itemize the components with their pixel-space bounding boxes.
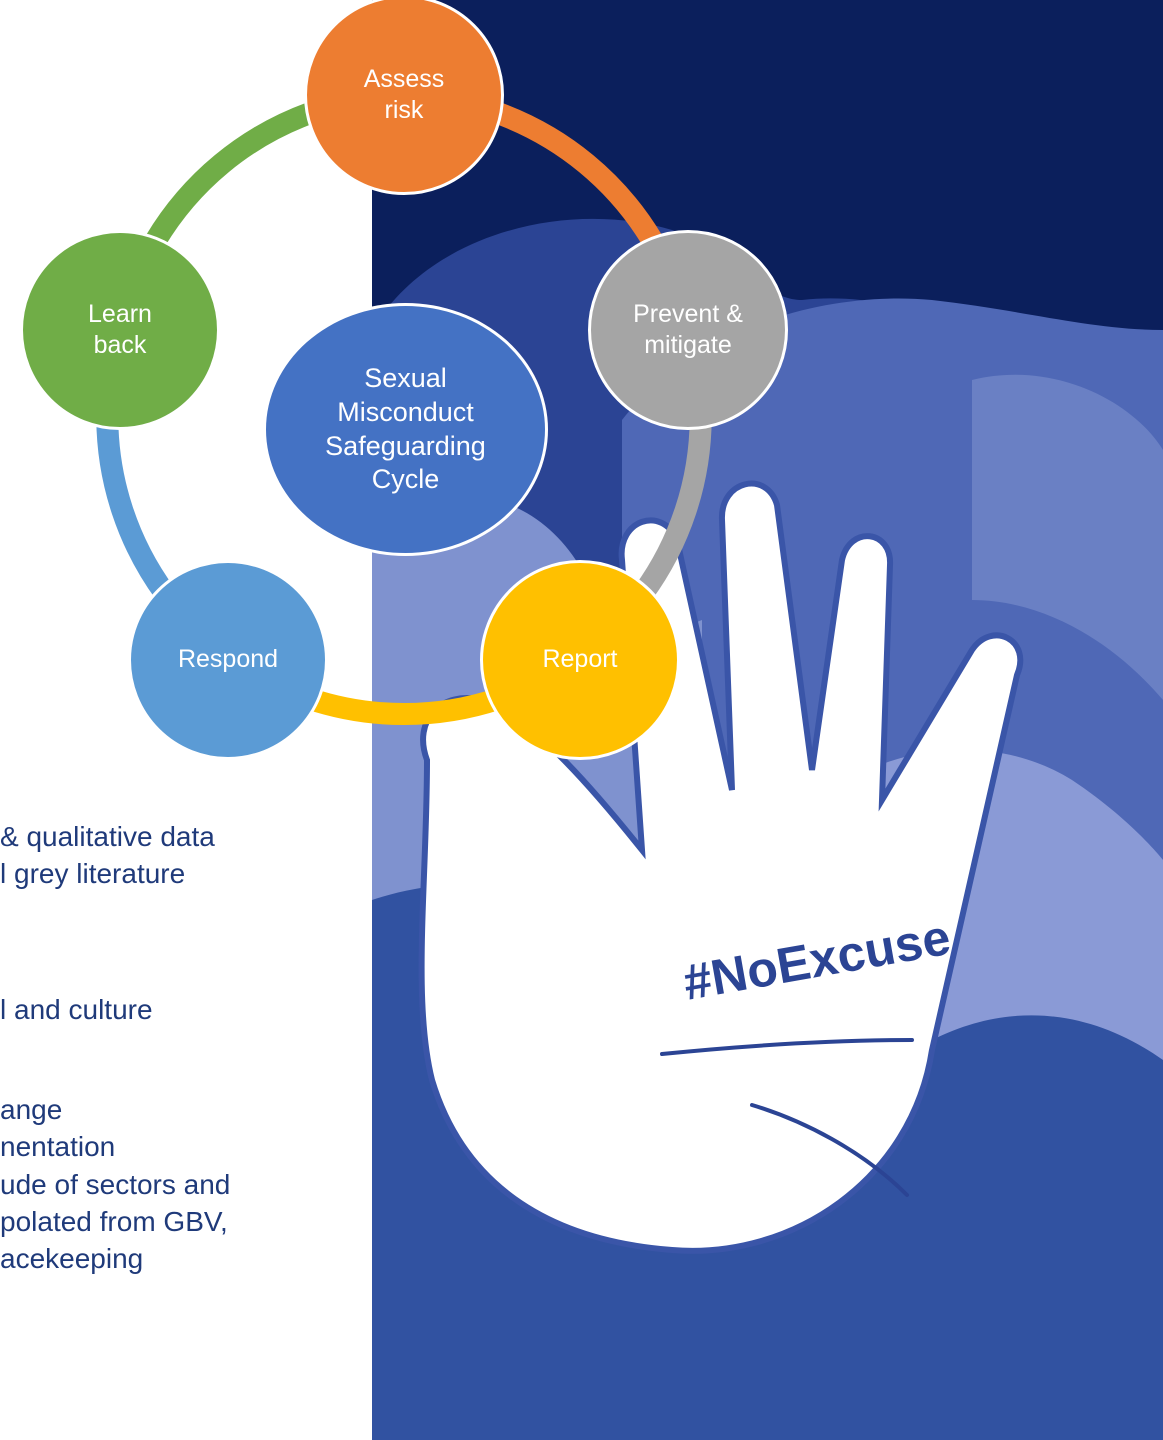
hand-illustration: #NoExcuse — [418, 480, 1024, 1254]
body-text-line: acekeeping — [0, 1243, 144, 1274]
body-text-line: & qualitative data — [0, 821, 215, 852]
body-text-line: l and culture — [0, 994, 153, 1025]
cycle-node-assess-risk: Assess risk — [304, 0, 504, 195]
left-panel: & qualitative data l grey literature l a… — [0, 0, 372, 1440]
cycle-center-node: Sexual Misconduct Safeguarding Cycle — [263, 303, 548, 556]
body-text-line: l grey literature — [0, 858, 186, 889]
hand-shape — [418, 480, 1024, 1254]
cycle-node-respond: Respond — [128, 560, 328, 760]
body-text-line: ange — [0, 1094, 63, 1125]
palm-line — [660, 1038, 914, 1056]
body-text-line: ude of sectors and — [0, 1169, 231, 1200]
poster-illustration: #NoExcuse — [372, 0, 1163, 1440]
cycle-node-report: Report — [480, 560, 680, 760]
hill-shape — [972, 374, 1163, 700]
cycle-node-learn-back: Learn back — [20, 230, 220, 430]
poster-panel: #NoExcuse — [372, 0, 1163, 1440]
body-text-line: polated from GBV, — [0, 1206, 228, 1237]
body-text-line: nentation — [0, 1131, 116, 1162]
palm-line — [750, 1103, 909, 1197]
cycle-node-prevent-mitigate: Prevent & mitigate — [588, 230, 788, 430]
